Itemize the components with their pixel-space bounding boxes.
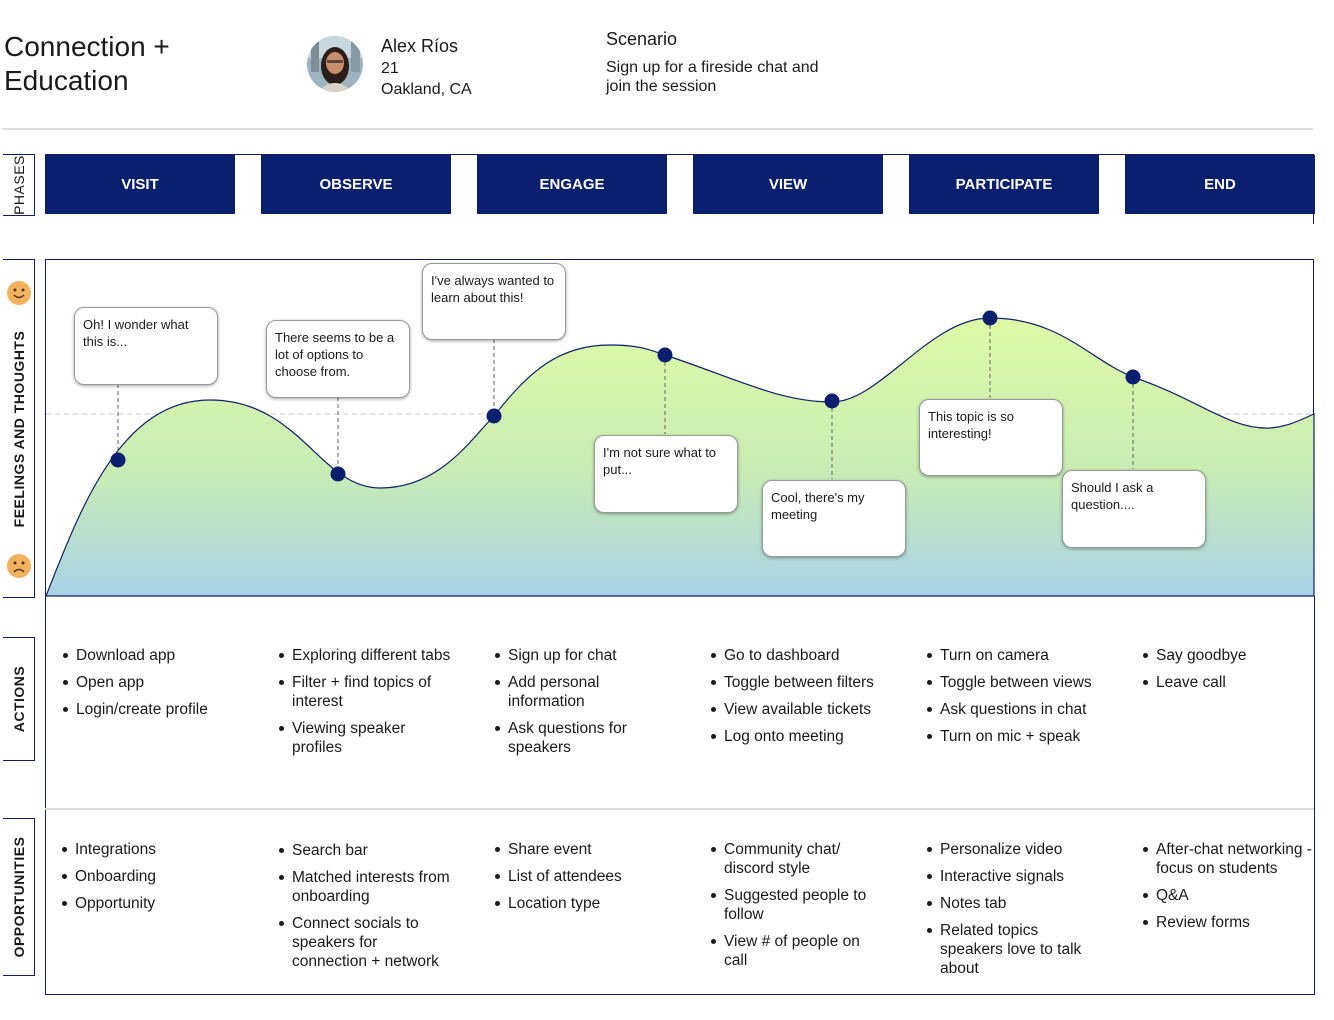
list-item: List of attendees (495, 867, 667, 886)
section-divider (45, 808, 1314, 810)
phase-visit: VISIT (45, 155, 235, 214)
smiley-face-icon (7, 281, 31, 305)
list-item: Go to dashboard (711, 646, 883, 665)
scenario: Scenario Sign up for a fireside chat and… (606, 30, 836, 96)
list-item: Turn on camera (927, 646, 1099, 665)
thought-bubble: Oh! I wonder what this is... (74, 307, 218, 385)
list-item: Turn on mic + speak (927, 727, 1099, 746)
scenario-text: Sign up for a fireside chat and join the… (606, 59, 819, 95)
list-item: Opportunity (62, 894, 234, 913)
list-item: View available tickets (711, 700, 883, 719)
persona-photo (307, 36, 363, 92)
list-item: Login/create profile (63, 700, 235, 719)
persona-location: Oakland, CA (381, 81, 472, 98)
actions-opportunities-panel (45, 596, 1315, 995)
phases-band (45, 154, 1314, 215)
touchpoint-dot-2 (330, 466, 346, 482)
thought-bubble: This topic is so interesting! (919, 399, 1063, 476)
list-item: Sign up for chat (495, 646, 667, 665)
list-item: Q&A (1143, 886, 1315, 905)
list-item: Log onto meeting (711, 727, 883, 746)
frowning-face-icon (7, 554, 31, 578)
list-item: Matched interests from onboarding (279, 869, 450, 905)
persona-info: Alex Ríos 21 Oakland, CA (381, 36, 472, 100)
opportunities-participate: Personalize video Interactive signals No… (924, 840, 1099, 986)
list-item: Onboarding (62, 867, 234, 886)
phase-engage: ENGAGE (477, 155, 667, 214)
thought-bubble: Should I ask a question.... (1062, 470, 1206, 548)
opportunities-visit: Integrations Onboarding Opportunity (59, 840, 234, 921)
list-item: Search bar (279, 841, 451, 860)
row-label-actions: ACTIONS (3, 637, 35, 761)
list-item: Personalize video (927, 840, 1099, 859)
journey-title: Connection + Education (4, 31, 170, 96)
list-item: Exploring different tabs (279, 647, 451, 664)
opportunities-engage: Share event List of attendees Location t… (492, 840, 667, 921)
list-item: Download app (63, 646, 235, 665)
list-item: After-chat networking - focus on student… (1143, 840, 1315, 878)
list-item: Add personal information (495, 673, 667, 711)
opportunities-end: After-chat networking - focus on student… (1140, 840, 1315, 940)
thought-bubble: There seems to be a lot of options to ch… (266, 320, 410, 398)
actions-observe: Exploring different tabs Filter + find t… (276, 646, 451, 765)
list-item: Toggle between filters (711, 673, 883, 692)
list-item: Location type (495, 894, 667, 913)
actions-end: Say goodbye Leave call (1140, 646, 1315, 700)
list-item: Toggle between views (927, 673, 1099, 692)
phase-participate: PARTICIPATE (909, 155, 1099, 214)
list-item: Review forms (1143, 913, 1315, 932)
list-item: Notes tab (927, 894, 1099, 913)
persona-age: 21 (381, 60, 399, 77)
row-label-feelings: FEELINGS AND THOUGHTS (3, 259, 35, 598)
touchpoint-dot-1 (110, 452, 126, 468)
list-item: Community chat/ discord style (711, 840, 883, 878)
phase-view: VIEW (693, 155, 883, 214)
list-item: Integrations (62, 840, 234, 859)
actions-visit: Download app Open app Login/create profi… (60, 646, 235, 727)
list-item: Interactive signals (927, 867, 1099, 886)
list-item: Connect socials to speakers for connecti… (279, 914, 451, 971)
actions-participate: Turn on camera Toggle between views Ask … (924, 646, 1099, 754)
avatar (307, 36, 363, 92)
list-item: Say goodbye (1143, 646, 1315, 665)
list-item: Ask questions in chat (927, 700, 1099, 719)
row-label-opportunities: OPPORTUNITIES (3, 818, 35, 976)
thought-bubble: I'm not sure what to put... (594, 435, 738, 513)
thought-bubble: Cool, there's my meeting (762, 480, 906, 557)
list-item: Filter + find topics of interest (279, 673, 451, 711)
phase-observe: OBSERVE (261, 155, 451, 214)
opportunities-view: Community chat/ discord style Suggested … (708, 840, 883, 978)
touchpoint-dot-5 (824, 393, 840, 409)
connector-lines (117, 318, 1134, 479)
list-item: Open app (63, 673, 235, 692)
phase-end: END (1125, 155, 1315, 214)
touchpoint-dot-4 (657, 347, 673, 363)
list-item: Viewing speaker profiles (279, 719, 451, 757)
list-item: Suggested people to follow (711, 886, 883, 924)
touchpoint-dot-3 (486, 408, 502, 424)
list-item: Leave call (1143, 673, 1315, 692)
scenario-heading: Scenario (606, 29, 678, 49)
touchpoint-dot-7 (1125, 369, 1141, 385)
header-divider (2, 128, 1313, 130)
list-item: Related topics speakers love to talk abo… (927, 921, 1099, 978)
actions-engage: Sign up for chat Add personal informatio… (492, 646, 667, 765)
persona-name: Alex Ríos (381, 36, 459, 56)
opportunities-observe: Search bar Matched interests from onboar… (276, 841, 451, 979)
list-item: Ask questions for speakers (495, 719, 667, 757)
list-item: View # of people on call (711, 932, 883, 970)
row-label-phases: PHASES (3, 154, 35, 216)
thought-bubble: I've always wanted to learn about this! (422, 263, 566, 340)
list-item: Share event (495, 840, 667, 859)
actions-view: Go to dashboard Toggle between filters V… (708, 646, 883, 754)
touchpoint-dot-6 (982, 310, 998, 326)
